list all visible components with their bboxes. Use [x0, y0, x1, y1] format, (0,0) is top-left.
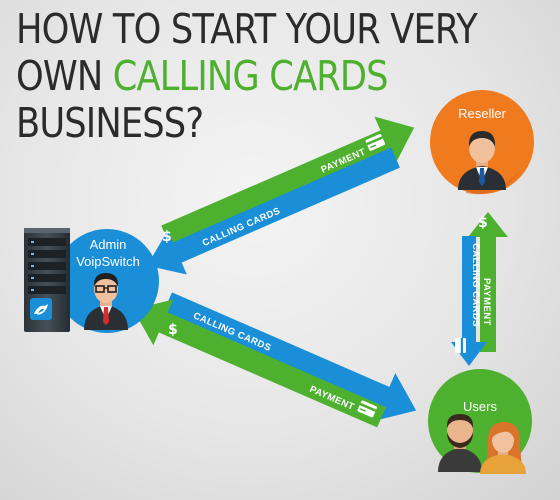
businessman-icon — [458, 131, 506, 190]
calling-cards-arrow-to-users: CALLING CARDS — [163, 292, 417, 421]
title-line-2-prefix: OWN — [16, 52, 113, 100]
page-title: HOW TO START YOUR VERY OWN CALLING CARDS… — [16, 5, 478, 147]
title-line-3: BUSINESS? — [16, 99, 204, 147]
card-icon — [357, 400, 377, 418]
users-label: Users — [463, 399, 497, 414]
payment-arrow-to-reseller-vertical: PAYMENT $ — [468, 212, 508, 352]
dollar-icon: $ — [168, 322, 178, 338]
reseller-label: Reseller — [458, 106, 506, 121]
title-highlight: CALLING CARDS — [112, 52, 389, 100]
admin-users-arrows: CALLING CARDS PAYMENT — [133, 292, 417, 428]
woman-user-icon — [480, 422, 526, 474]
admin-person-icon — [84, 273, 128, 330]
dollar-icon: $ — [478, 215, 488, 231]
calling-cards-label-vertical: CALLING CARDS — [470, 243, 481, 327]
payment-arrow-to-admin: PAYMENT — [133, 299, 386, 428]
reseller-users-arrows: PAYMENT $ CALLING CARDS — [451, 212, 508, 366]
card-icon — [365, 133, 386, 151]
voipswitch-label: VoipSwitch — [76, 254, 140, 269]
dollar-icon: $ — [162, 229, 172, 245]
calling-cards-arrow-to-users-vertical: CALLING CARDS — [451, 236, 487, 366]
card-icon — [455, 338, 466, 353]
title-line-1: HOW TO START YOUR VERY — [16, 5, 478, 53]
admin-node: Admin VoipSwitch — [55, 229, 159, 333]
man-user-icon — [438, 414, 482, 472]
admin-reseller-arrows: PAYMENT CALLING CARDS — [147, 116, 415, 275]
payment-label-vertical: PAYMENT — [481, 278, 492, 326]
users-node: Users — [428, 369, 532, 474]
reseller-node: Reseller — [430, 90, 534, 195]
admin-label: Admin — [90, 237, 127, 252]
server-icon — [24, 228, 70, 332]
